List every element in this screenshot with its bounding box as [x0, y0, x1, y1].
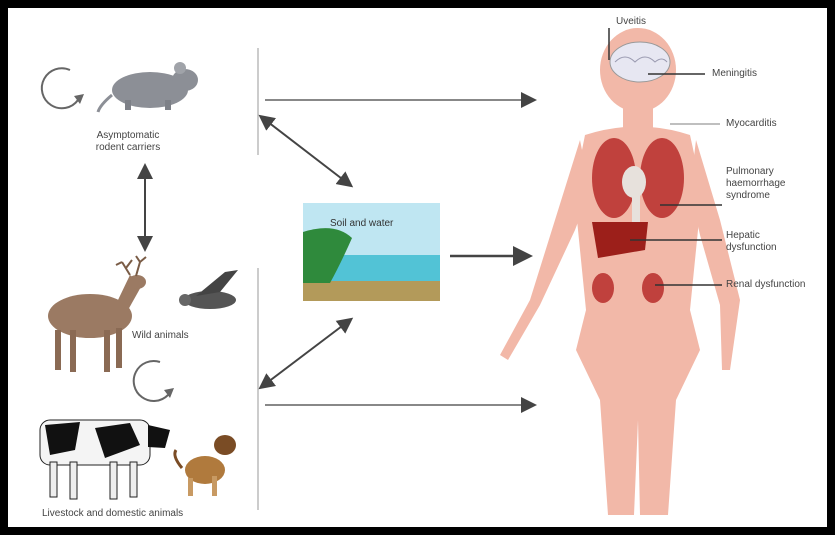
diagram-canvas: [8, 8, 827, 527]
livestock-label: Livestock and domestic animals: [42, 508, 183, 520]
cow-illustration: [40, 420, 170, 499]
animals-soil-arrow: [268, 320, 350, 382]
pulmonary-label: Pulmonary haemorrhage syndrome: [726, 166, 785, 202]
uveitis-label: Uveitis: [616, 16, 646, 28]
rodents-label: Asymptomatic rodent carriers: [78, 130, 178, 154]
renal-label: Renal dysfunction: [726, 279, 806, 291]
wild-animals-label: Wild animals: [132, 330, 189, 342]
animal-cycle-icon: [134, 361, 174, 401]
dog-illustration: [175, 435, 236, 496]
rodent-cycle-icon: [42, 68, 84, 108]
myocarditis-label: Myocarditis: [726, 118, 777, 130]
bird-illustration: [179, 270, 238, 309]
soil-water-label: Soil and water: [330, 218, 393, 230]
rodent-illustration: [98, 62, 198, 112]
meningitis-label: Meningitis: [712, 68, 757, 80]
deer-illustration: [48, 256, 146, 372]
human-body-illustration: [500, 28, 740, 515]
hepatic-label: Hepatic dysfunction: [726, 230, 777, 254]
rodent-soil-arrow: [268, 122, 350, 185]
